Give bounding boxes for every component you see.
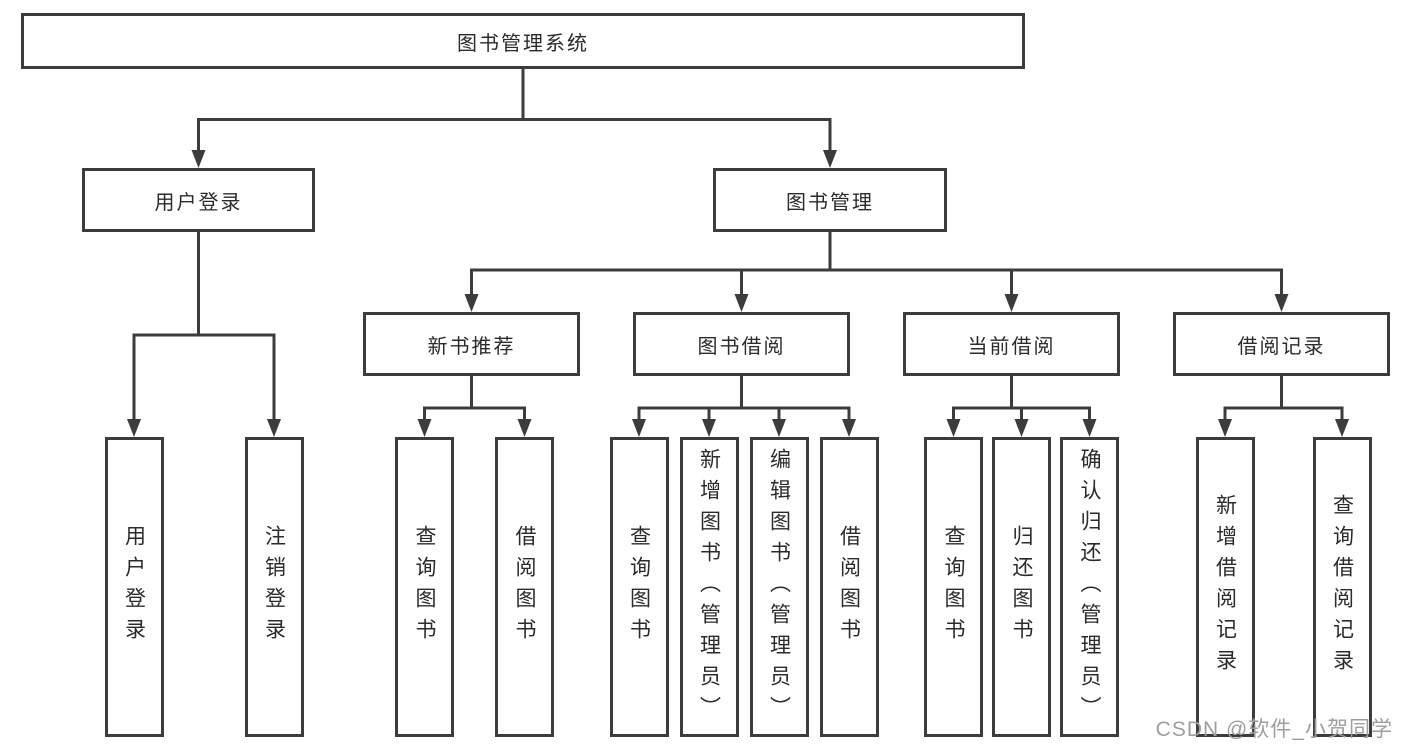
node-current-borrow-label: 当前借阅	[967, 335, 1056, 358]
node-new-book-recommend: 新书推荐	[363, 312, 580, 376]
node-user-login-label: 用户登录	[154, 191, 243, 214]
node-book-borrow: 图书借阅	[633, 312, 850, 376]
leaf-borrow-books: 借阅图书	[819, 437, 879, 737]
leaf-edit-books-admin-label: 编辑图书（管理员）	[767, 447, 791, 727]
leaf-user-login: 用户登录	[104, 437, 164, 737]
leaf-query-books-recommend: 查询图书	[395, 437, 454, 737]
leaf-query-books-current-label: 查询图书	[942, 525, 965, 649]
leaf-confirm-return-admin-label: 确认归还（管理员）	[1078, 447, 1101, 727]
leaf-add-borrow-record-label: 新增借阅记录	[1213, 494, 1237, 680]
node-root-label: 图书管理系统	[457, 32, 589, 55]
leaf-add-books-admin-label: 新增图书（管理员）	[697, 447, 721, 727]
node-book-management-label: 图书管理	[786, 191, 874, 214]
leaf-query-books-borrow-label: 查询图书	[627, 525, 651, 649]
leaf-borrow-books-recommend-label: 借阅图书	[513, 525, 536, 649]
leaf-query-borrow-record: 查询借阅记录	[1312, 437, 1372, 737]
node-user-login: 用户登录	[82, 168, 315, 232]
leaf-confirm-return-admin: 确认归还（管理员）	[1060, 437, 1119, 737]
leaf-add-borrow-record: 新增借阅记录	[1195, 437, 1255, 737]
leaf-edit-books-admin: 编辑图书（管理员）	[749, 437, 809, 737]
leaf-return-books-label: 归还图书	[1010, 525, 1033, 649]
leaf-query-books-current: 查询图书	[924, 437, 983, 737]
leaf-borrow-books-label: 借阅图书	[837, 525, 861, 649]
leaf-query-books-recommend-label: 查询图书	[413, 525, 436, 649]
node-borrow-records-label: 借阅记录	[1237, 335, 1326, 358]
node-borrow-records: 借阅记录	[1173, 312, 1390, 376]
leaf-logout: 注销登录	[244, 437, 304, 737]
node-root: 图书管理系统	[21, 13, 1025, 69]
leaf-logout-label: 注销登录	[262, 525, 286, 649]
leaf-user-login-label: 用户登录	[122, 525, 146, 649]
leaf-add-books-admin: 新增图书（管理员）	[679, 437, 739, 737]
leaf-query-books-borrow: 查询图书	[609, 437, 669, 737]
csdn-watermark: CSDN @软件_小贺同学	[1155, 718, 1393, 741]
node-current-borrow: 当前借阅	[903, 312, 1120, 376]
leaf-return-books: 归还图书	[992, 437, 1051, 737]
node-book-management: 图书管理	[713, 168, 947, 232]
node-new-book-recommend-label: 新书推荐	[427, 335, 516, 358]
node-book-borrow-label: 图书借阅	[697, 335, 786, 358]
leaf-query-borrow-record-label: 查询借阅记录	[1330, 494, 1354, 680]
leaf-borrow-books-recommend: 借阅图书	[495, 437, 554, 737]
